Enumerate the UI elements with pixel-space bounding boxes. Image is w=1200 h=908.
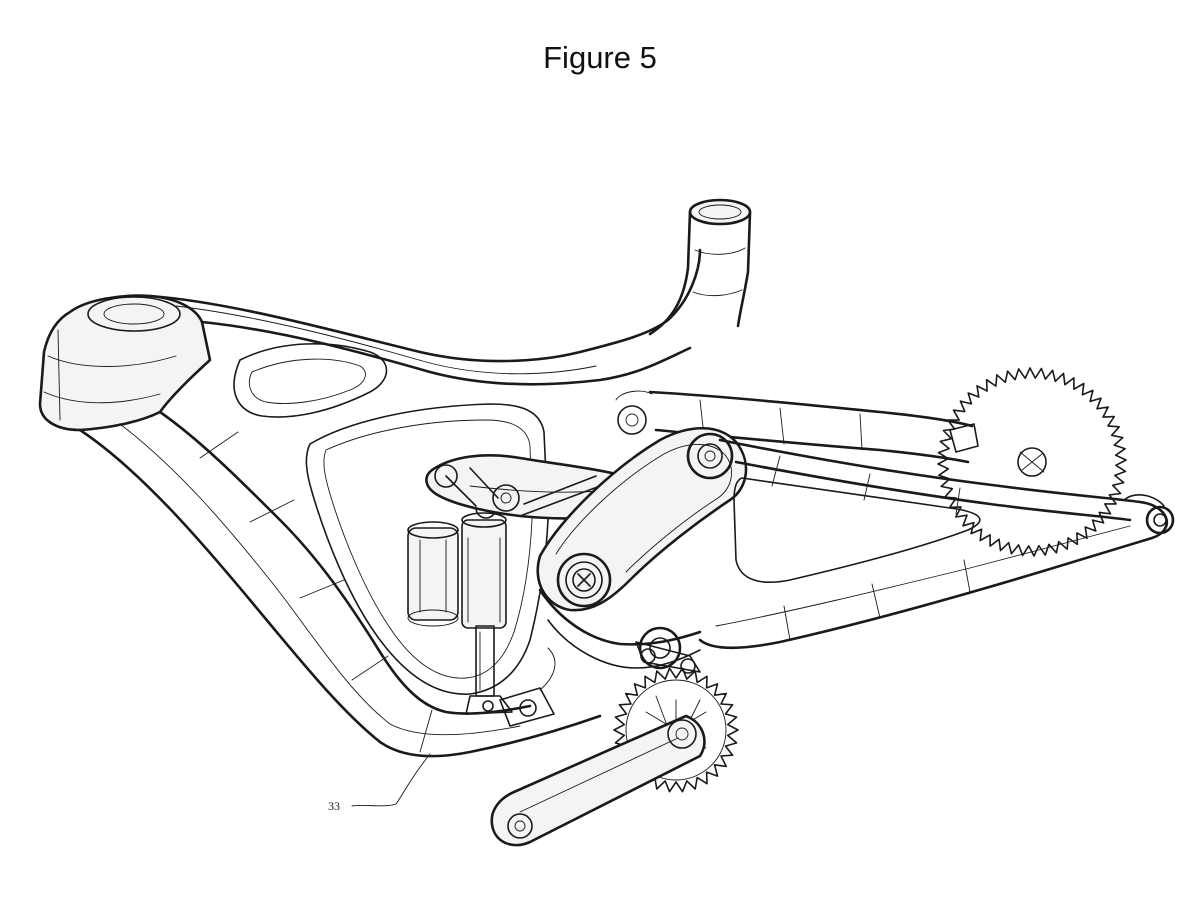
rear-shock	[407, 497, 513, 715]
chain-stay	[698, 438, 1175, 650]
ref-33-label: 33	[328, 799, 340, 813]
chainring-crank	[490, 667, 739, 847]
swingarm-link	[536, 426, 748, 612]
main-frame	[38, 248, 702, 758]
reference-numeral-33: 33	[328, 753, 431, 813]
figure-title: Figure 5	[543, 40, 657, 75]
seat-tube	[648, 198, 752, 336]
lower-link	[499, 588, 702, 727]
rear-sprocket	[937, 367, 1127, 557]
